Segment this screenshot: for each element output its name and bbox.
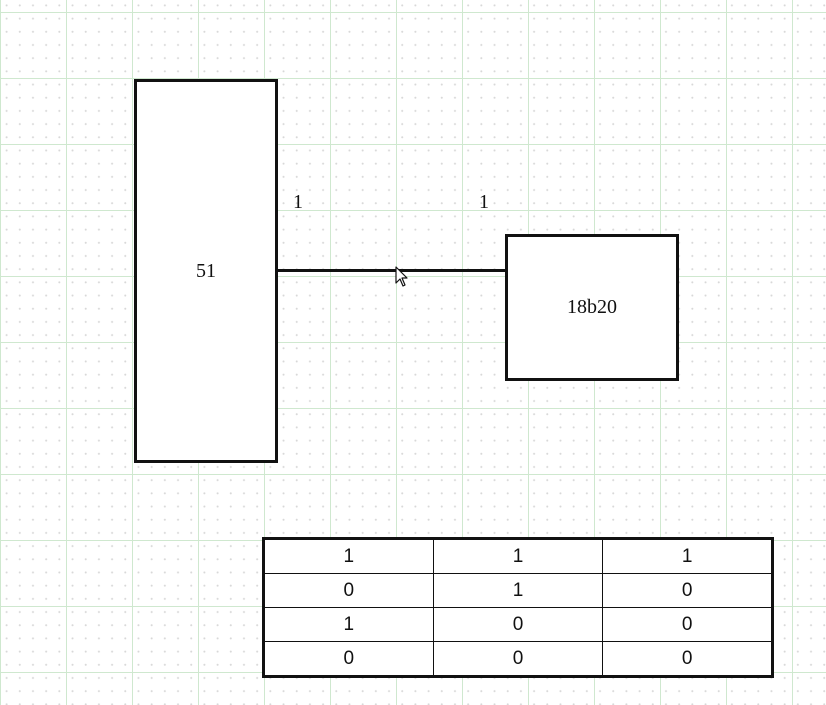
mouse-pointer-icon bbox=[395, 266, 408, 287]
block-51-label: 51 bbox=[196, 259, 216, 282]
table-cell[interactable]: 0 bbox=[432, 641, 604, 677]
table-cell[interactable]: 1 bbox=[263, 607, 434, 642]
table-cell[interactable]: 0 bbox=[432, 607, 604, 642]
table-cell[interactable]: 0 bbox=[263, 641, 434, 677]
table-cell[interactable]: 1 bbox=[432, 538, 604, 574]
table-cell[interactable]: 1 bbox=[602, 538, 773, 574]
table-cell[interactable]: 0 bbox=[602, 573, 773, 608]
table-cell[interactable]: 0 bbox=[263, 573, 434, 608]
block-18b20[interactable]: 18b20 bbox=[505, 234, 679, 381]
connector-line[interactable] bbox=[278, 269, 506, 272]
multiplicity-right-label: 1 bbox=[479, 191, 489, 213]
table-cell[interactable]: 1 bbox=[432, 573, 604, 608]
table-row: 0 1 0 bbox=[263, 573, 773, 608]
table-row: 0 0 0 bbox=[263, 641, 773, 677]
table-row: 1 1 1 bbox=[263, 538, 773, 574]
table-cell[interactable]: 0 bbox=[602, 641, 773, 677]
truth-table[interactable]: 1 1 1 0 1 0 1 0 0 0 0 0 bbox=[262, 537, 774, 678]
table-row: 1 0 0 bbox=[263, 607, 773, 642]
table-cell[interactable]: 0 bbox=[602, 607, 773, 642]
block-18b20-label: 18b20 bbox=[567, 296, 617, 318]
block-51[interactable]: 51 bbox=[134, 79, 278, 463]
multiplicity-left-label: 1 bbox=[293, 191, 303, 213]
table-cell[interactable]: 1 bbox=[263, 538, 434, 574]
